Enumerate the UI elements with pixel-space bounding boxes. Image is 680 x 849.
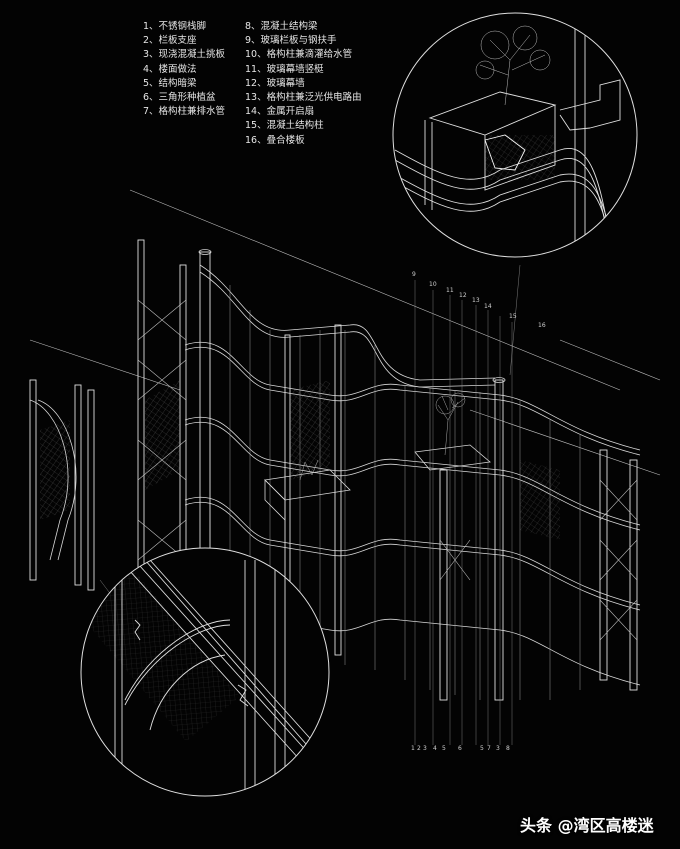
legend-item: 1、不锈钢栈脚 [143,21,207,32]
callout-number: 15 [509,313,517,320]
legend-item: 2、栏板支座 [143,35,197,47]
callout-number: 1 [411,745,415,752]
callout-number: 11 [446,287,454,294]
legend-left-column: 1、不锈钢栈脚 2、栏板支座 3、现浇混凝土挑板 4、楼面做法 5、结构暗梁 6… [143,20,225,119]
legend-item: 10、格构柱兼滴灌给水管 [245,49,353,61]
legend-item: 8、混凝土结构梁 [245,21,318,32]
legend-item: 11、玻璃幕墙竖梃 [245,63,324,75]
legend-item: 6、三角形种植盆 [143,91,216,103]
legend-item: 7、格构柱兼排水管 [143,106,226,118]
callout-number: 16 [538,322,546,329]
callout-leaders [99,264,521,745]
legend-item: 13、格构柱兼泛光供电路由 [245,91,362,103]
legend-item: 3、现浇混凝土挑板 [143,49,226,61]
callout-number: 2 [417,745,421,752]
detail-circle-top [392,12,638,258]
tree-sketch [299,392,466,481]
callout-number: 8 [506,745,510,752]
callout-number: 3 [423,745,427,752]
legend-item: 16、叠合楼板 [245,134,305,146]
callout-number: 14 [484,303,492,310]
callout-number: 10 [429,281,437,288]
callout-number: 4 [433,745,437,752]
legend-right-column: 8、混凝土结构梁 9、玻璃栏板与钢扶手 10、格构柱兼滴灌给水管 11、玻璃幕墙… [245,20,362,148]
legend-item: 15、混凝土结构柱 [245,120,324,132]
callout-number: 5 [480,745,484,752]
watermark: 头条 @湾区高楼迷 [520,816,654,835]
callout-number: 3 [496,745,500,752]
legend-item: 5、结构暗梁 [143,77,197,89]
callout-number: 13 [472,297,480,304]
legend-item: 14、金属开启扇 [245,106,315,118]
callout-number: 12 [459,292,467,299]
legend-item: 12、玻璃幕墙 [245,77,305,89]
callout-number: 7 [487,745,491,752]
mesh-panels [40,380,560,540]
callout-number: 5 [442,745,446,752]
legend-item: 9、玻璃栏板与钢扶手 [245,35,337,47]
legend-item: 4、楼面做法 [143,63,197,75]
detail-circle-bottom [80,547,330,797]
callout-number: 9 [412,271,416,278]
context-lines [29,189,661,476]
callout-number: 6 [458,745,462,752]
